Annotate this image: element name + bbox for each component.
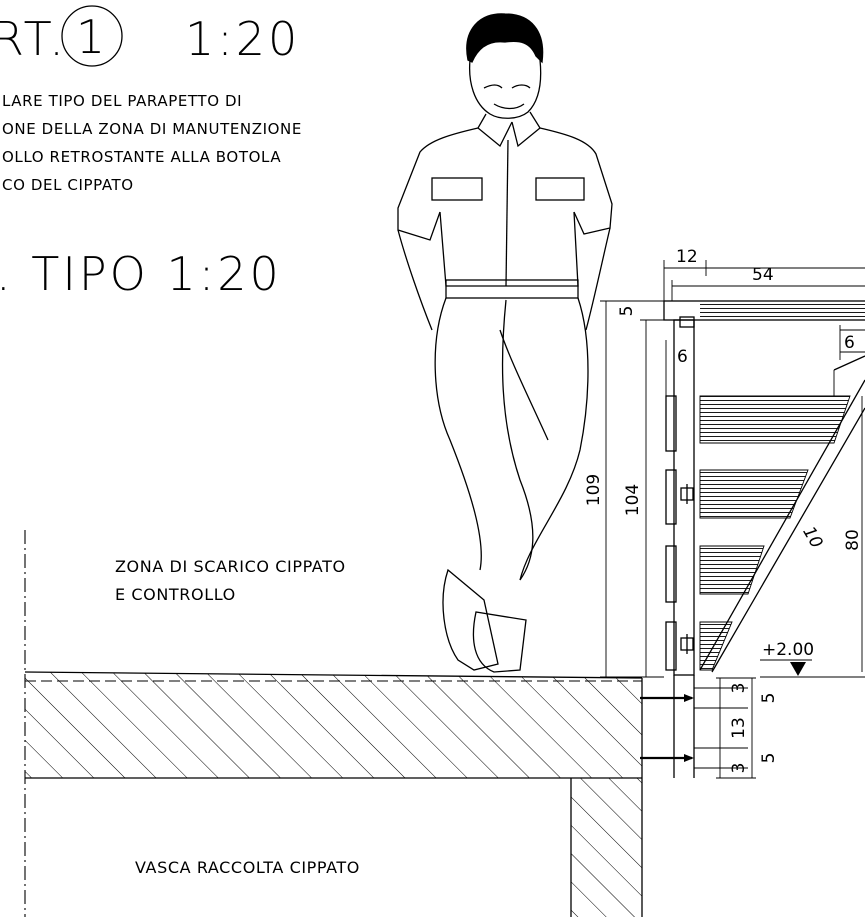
- note-line-3: OLLO RETROSTANTE ALLA BOTOLA: [2, 148, 281, 166]
- section-title: . TIPO 1:20: [0, 247, 282, 301]
- dim-slab-c: 13: [729, 717, 749, 739]
- note-line-1: LARE TIPO DEL PARAPETTO DI: [2, 92, 242, 110]
- zone-label-lower: VASCA RACCOLTA CIPPATO: [135, 858, 360, 877]
- zone-label-upper: ZONA DI SCARICO CIPPATO E CONTROLLO: [115, 557, 346, 604]
- dim-post-width: 12: [676, 247, 698, 267]
- detail-title-scale: 1:20: [185, 12, 300, 66]
- zone-upper-line-1: ZONA DI SCARICO CIPPATO: [115, 557, 346, 576]
- detail-note: LARE TIPO DEL PARAPETTO DI ONE DELLA ZON…: [2, 92, 302, 194]
- dimension-lines: [600, 260, 865, 779]
- dim-level: +2.00: [762, 640, 814, 660]
- dim-brace: 10: [798, 523, 826, 552]
- dim-vertical-right: 80: [843, 529, 863, 551]
- wall-section: [570, 778, 643, 917]
- dim-rail-thick: 5: [617, 306, 637, 317]
- human-figure-illustration: [397, 13, 613, 673]
- note-line-2: ONE DELLA ZONA DI MANUTENZIONE: [2, 120, 302, 138]
- dim-outer-offset: 6: [844, 333, 855, 353]
- dim-rail-height: 104: [623, 484, 643, 516]
- dim-slab-e: 3: [729, 763, 749, 774]
- dim-slab-b: 5: [759, 693, 779, 704]
- note-line-4: CO DEL CIPPATO: [2, 176, 134, 194]
- dim-slab-a: 3: [729, 683, 749, 694]
- detail-title-number: 1: [76, 10, 108, 64]
- detail-title: RT. 1 1:20: [0, 5, 300, 67]
- detail-number-circle: [61, 5, 123, 67]
- dim-total-height: 109: [584, 474, 604, 506]
- dim-slab-d: 5: [759, 753, 779, 764]
- dim-inner-offset: 6: [677, 347, 688, 367]
- dimension-labels: 12 54 5 6 6 109 104 10 80 3 5 13 5 3 +2.…: [584, 247, 863, 773]
- zone-upper-line-2: E CONTROLLO: [115, 585, 236, 604]
- detail-title-prefix: RT.: [0, 12, 67, 66]
- parapet-railing: [640, 300, 865, 778]
- floor-slab: [24, 671, 643, 779]
- dim-top-depth: 54: [752, 265, 774, 285]
